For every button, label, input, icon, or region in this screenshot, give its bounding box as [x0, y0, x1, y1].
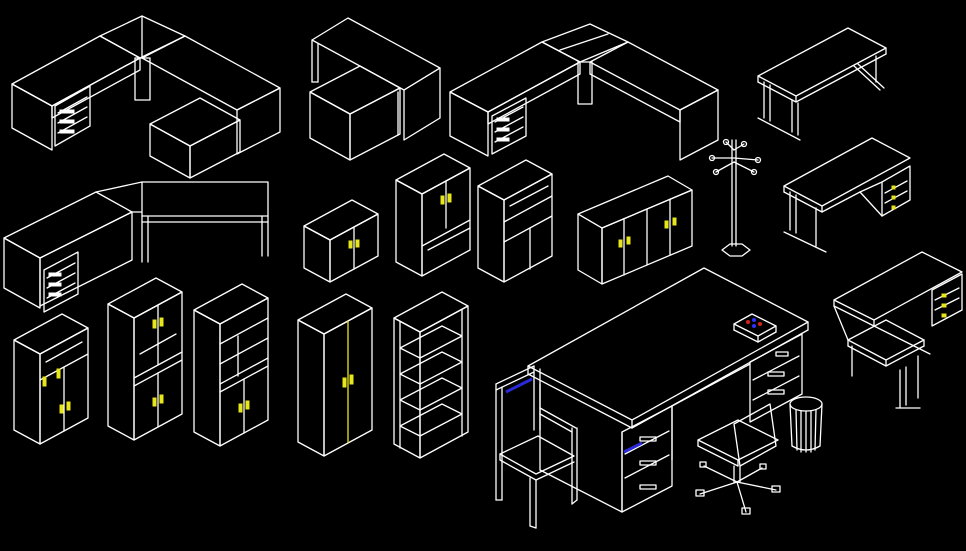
shelf-cabinet[interactable]: [193, 283, 269, 447]
open-bookshelf[interactable]: [477, 159, 553, 283]
l-desk-with-return-1[interactable]: [11, 15, 281, 179]
wooden-chair[interactable]: [495, 365, 578, 529]
executive-desk[interactable]: [527, 267, 809, 513]
wardrobe[interactable]: [297, 293, 373, 457]
tall-cabinet[interactable]: [395, 153, 471, 277]
corner-workstation[interactable]: [833, 251, 963, 409]
waste-basket[interactable]: [789, 396, 823, 453]
low-cabinet[interactable]: [303, 199, 379, 283]
coat-stand[interactable]: [708, 138, 762, 257]
desk-with-side-drawers[interactable]: [783, 137, 911, 253]
simple-table[interactable]: [757, 27, 887, 141]
l-desk-with-return-2[interactable]: [309, 17, 441, 161]
desk-organizer[interactable]: [733, 313, 777, 343]
office-swivel-chair[interactable]: [695, 403, 781, 515]
corner-desk[interactable]: [449, 23, 719, 161]
l-desk-with-table[interactable]: [3, 181, 269, 313]
display-cabinet-small[interactable]: [13, 313, 89, 445]
sideboard[interactable]: [577, 175, 693, 285]
double-cabinet[interactable]: [107, 277, 183, 441]
shelving-unit[interactable]: [393, 291, 469, 459]
